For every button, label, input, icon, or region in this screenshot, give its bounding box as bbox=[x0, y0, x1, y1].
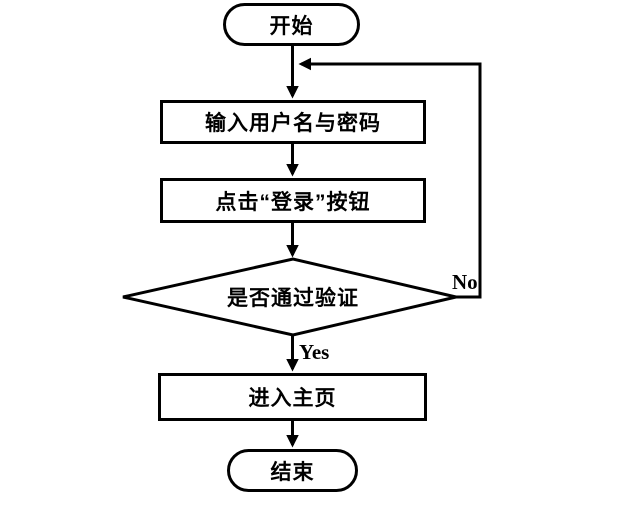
node-enter-home-label: 进入主页 bbox=[248, 387, 337, 410]
node-end: 结束 bbox=[227, 449, 358, 492]
node-start: 开始 bbox=[223, 3, 360, 46]
node-input-credentials: 输入用户名与密码 bbox=[160, 100, 426, 144]
node-end-label: 结束 bbox=[270, 460, 315, 484]
decision-diamond bbox=[122, 257, 457, 337]
node-enter-home: 进入主页 bbox=[158, 373, 427, 421]
edge-label-no: No bbox=[452, 270, 478, 294]
node-start-label: 开始 bbox=[269, 14, 314, 38]
node-click-login-label: 点击“登录”按钮 bbox=[215, 190, 371, 214]
node-click-login: 点击“登录”按钮 bbox=[160, 178, 426, 223]
node-input-credentials-label: 输入用户名与密码 bbox=[205, 112, 381, 135]
arrow-no-return-loop bbox=[298, 57, 482, 299]
node-verify-label: 是否通过验证 bbox=[227, 287, 359, 310]
edge-label-yes: Yes bbox=[299, 340, 330, 364]
